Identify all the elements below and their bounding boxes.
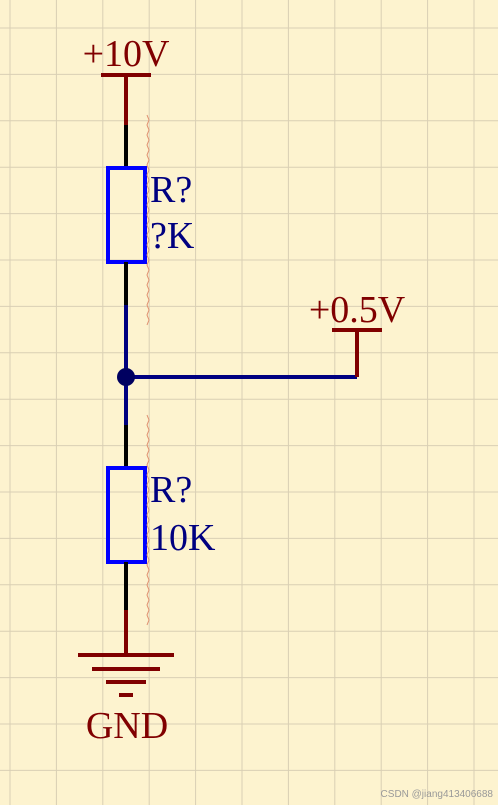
- wire-net[interactable]: [117, 305, 357, 425]
- power-port-0-5v[interactable]: +0.5V: [309, 289, 406, 377]
- resistor-bottom[interactable]: R? 10K: [106, 414, 216, 626]
- resistor-bottom-designator: R?: [150, 469, 192, 511]
- resistor-top-selection-marker: [146, 114, 150, 326]
- resistor-top-designator: R?: [150, 169, 192, 211]
- junction-dot: [117, 368, 135, 386]
- resistor-top-value: ?K: [150, 215, 195, 257]
- ground-symbol[interactable]: GND: [78, 610, 174, 747]
- power-label-10v: +10V: [83, 33, 170, 75]
- power-label-0-5v: +0.5V: [309, 289, 406, 331]
- power-port-10v[interactable]: +10V: [83, 33, 170, 125]
- resistor-top[interactable]: R? ?K: [106, 114, 195, 326]
- resistor-top-body: [106, 166, 147, 264]
- resistor-bottom-selection-marker: [146, 414, 150, 626]
- resistor-bottom-body: [106, 466, 147, 564]
- watermark-text: CSDN @jiang413406688: [381, 789, 494, 800]
- ground-label: GND: [86, 705, 168, 747]
- resistor-bottom-value: 10K: [150, 517, 216, 559]
